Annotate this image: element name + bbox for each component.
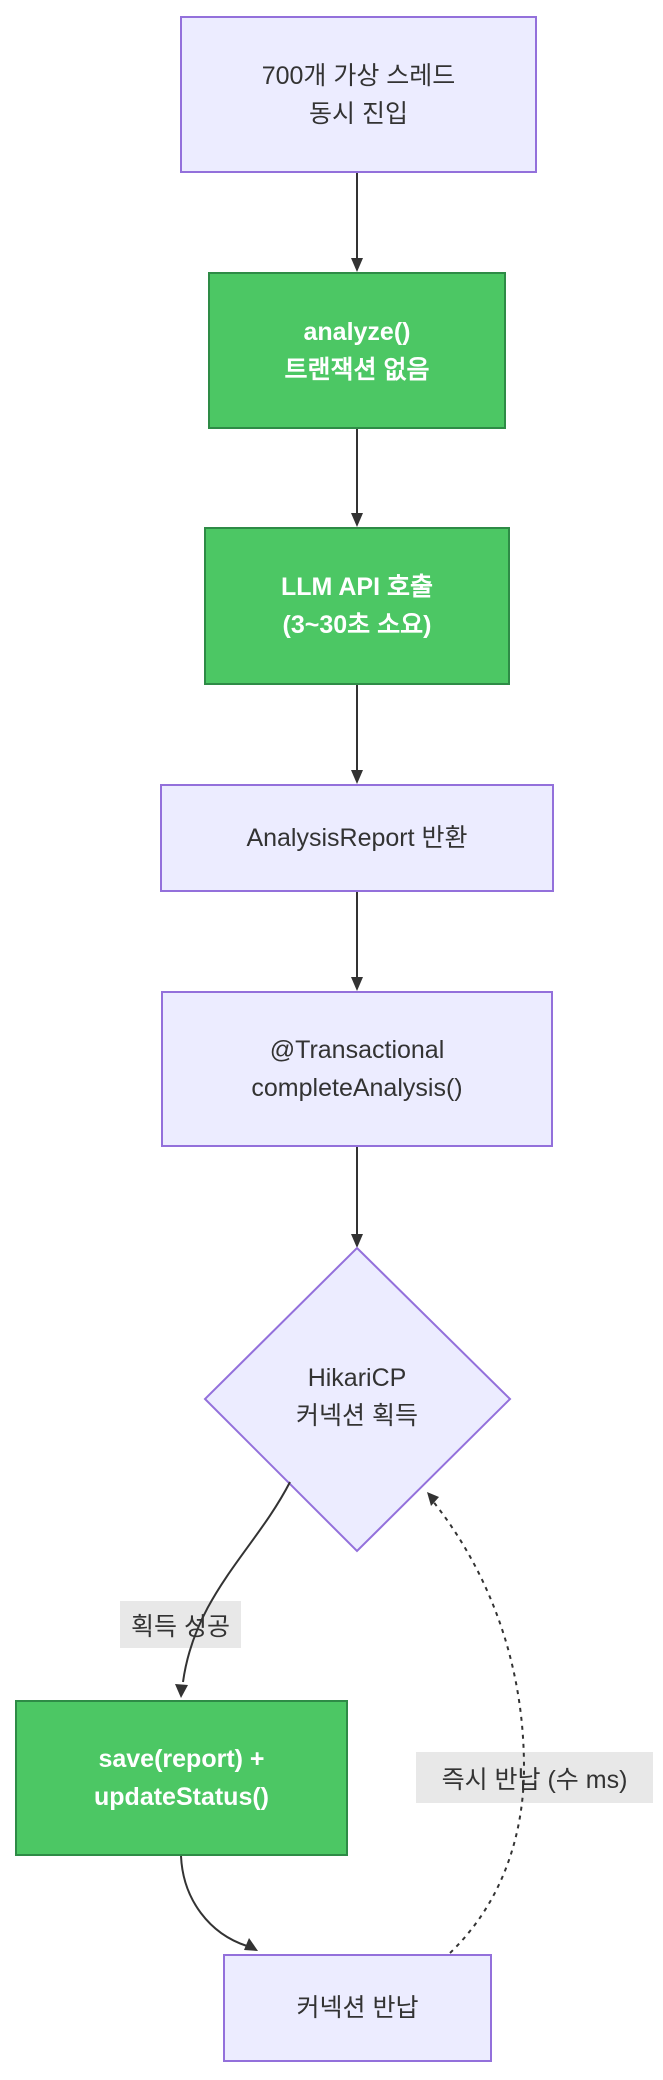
node-text-line: 커넥션 반납 (296, 1994, 419, 2022)
node-text-line: LLM API 호출 (280, 573, 433, 601)
edge-label-instant-return: 즉시 반납 (수 ms) (416, 1752, 653, 1803)
arrowhead-release-to-decision (427, 1492, 439, 1506)
node-text-line: AnalysisReport 반환 (246, 824, 468, 852)
arrow-decision-to-save (182, 1481, 291, 1683)
arrowhead-decision-to-save (175, 1684, 188, 1698)
node-transactional-complete-analysis: @Transactional completeAnalysis() (161, 991, 553, 1147)
node-llm-api-call: LLM API 호출 (3~30초 소요) (204, 527, 510, 685)
arrowhead-analyze-to-llm (351, 513, 363, 527)
node-text-line: analyze() (303, 317, 411, 346)
node-text-line: updateStatus() (94, 1783, 269, 1811)
arrow-release-to-decision-dashed (431, 1499, 526, 1954)
node-analyze: analyze() 트랜잭션 없음 (208, 272, 506, 429)
edge-label-acquire-success: 획득 성공 (120, 1601, 241, 1648)
arrowhead-transactional-to-decision (351, 1234, 363, 1248)
arrowhead-report-to-transactional (351, 977, 363, 991)
node-text-line: (3~30초 소요) (282, 611, 432, 639)
decision-hikaricp-connection-acquire: HikariCP 커넥션 획득 (237, 1356, 477, 1438)
arrowhead-save-to-release (244, 1938, 258, 1951)
node-text-line: 커넥션 획득 (296, 1402, 418, 1430)
node-save-update-status: save(report) + updateStatus() (15, 1700, 348, 1856)
node-analysisreport-return: AnalysisReport 반환 (160, 784, 554, 892)
node-text-line: save(report) + (98, 1745, 265, 1773)
node-text-line: @Transactional (269, 1036, 445, 1064)
arrow-save-to-release (180, 1855, 248, 1947)
node-text-line: HikariCP (307, 1364, 407, 1392)
node-text-line: 트랜잭션 없음 (284, 355, 430, 384)
arrowhead-llm-to-report (351, 770, 363, 784)
decision-diamond-shape (203, 1246, 512, 1553)
node-virtual-threads-entry: 700개 가상 스레드 동시 진입 (180, 16, 537, 173)
node-text-line: completeAnalysis() (251, 1074, 463, 1102)
node-text-line: 700개 가상 스레드 (261, 61, 456, 90)
node-connection-release: 커넥션 반납 (223, 1954, 492, 2062)
arrowhead-entry-to-analyze (351, 258, 363, 272)
node-text-line: 동시 진입 (309, 99, 408, 128)
